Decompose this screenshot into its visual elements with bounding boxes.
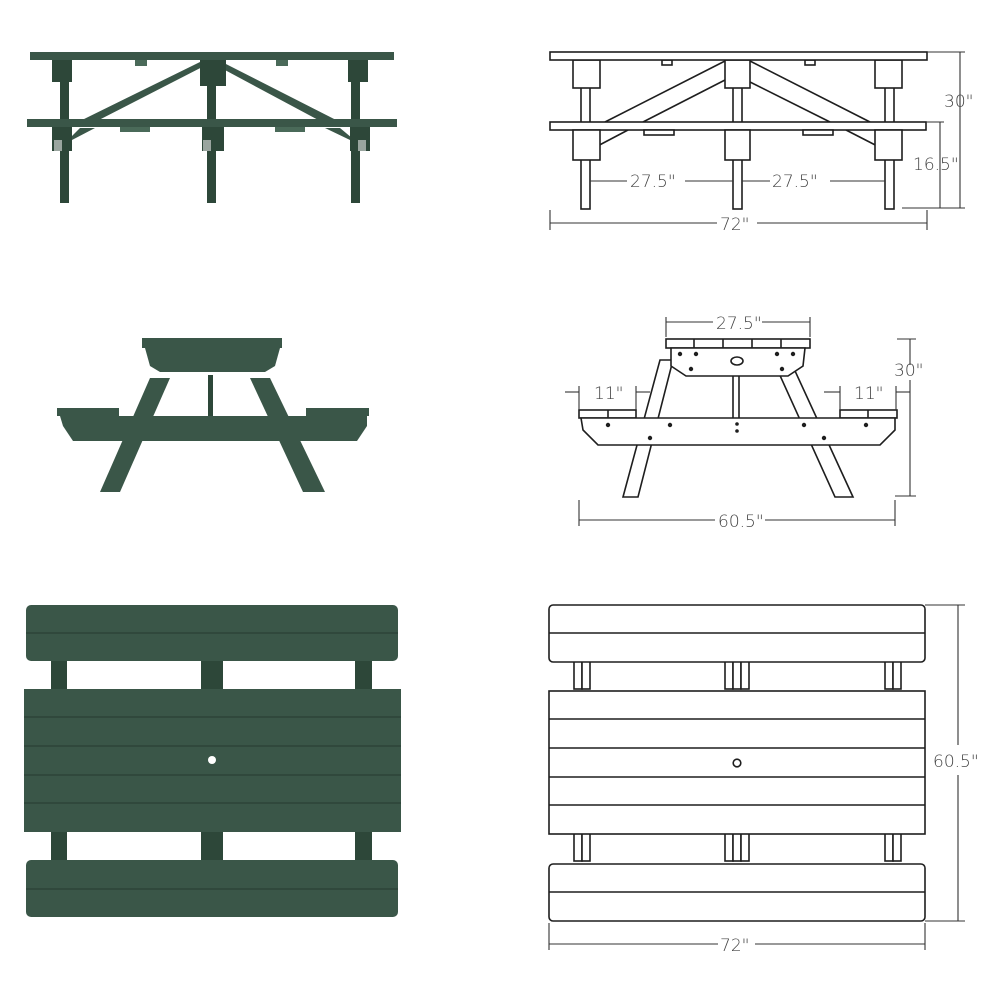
dim-seat-right: 11" (854, 384, 883, 404)
dim-height-30-side: 30" (894, 361, 923, 381)
dim-height-30: 30" (944, 92, 973, 112)
dim-length-72-top: 72" (720, 936, 749, 956)
dim-depth-60-5: 60.5" (933, 752, 979, 772)
side-drawing-lines: 27.5" 11" 11" 30" 60.5" (565, 314, 923, 532)
side-render-drawing (57, 338, 369, 492)
dim-length-72: 72" (720, 215, 749, 235)
dim-seat-height: 16.5" (913, 155, 959, 175)
dim-span-right: 27.5" (772, 172, 818, 192)
top-drawing-lines: 60.5" 72" (548, 604, 979, 956)
top-view-render (0, 590, 420, 930)
dim-span-left: 27.5" (630, 172, 676, 192)
front-drawing-lines: 30" 16.5" 27.5" 27.5" 72" (549, 51, 973, 235)
top-render-drawing (24, 605, 401, 917)
dim-seat-left: 11" (594, 384, 623, 404)
side-view-drawing: 27.5" 11" 11" 30" 60.5" (550, 300, 1000, 540)
front-view-drawing: 30" 16.5" 27.5" 27.5" 72" (520, 0, 1000, 240)
side-view-render (0, 320, 420, 520)
front-view-render (0, 0, 420, 240)
dim-top-width: 27.5" (716, 314, 762, 334)
top-view-drawing: 60.5" 72" (540, 590, 1000, 960)
dim-width-60-5: 60.5" (718, 512, 764, 532)
front-render-drawing (27, 52, 397, 203)
